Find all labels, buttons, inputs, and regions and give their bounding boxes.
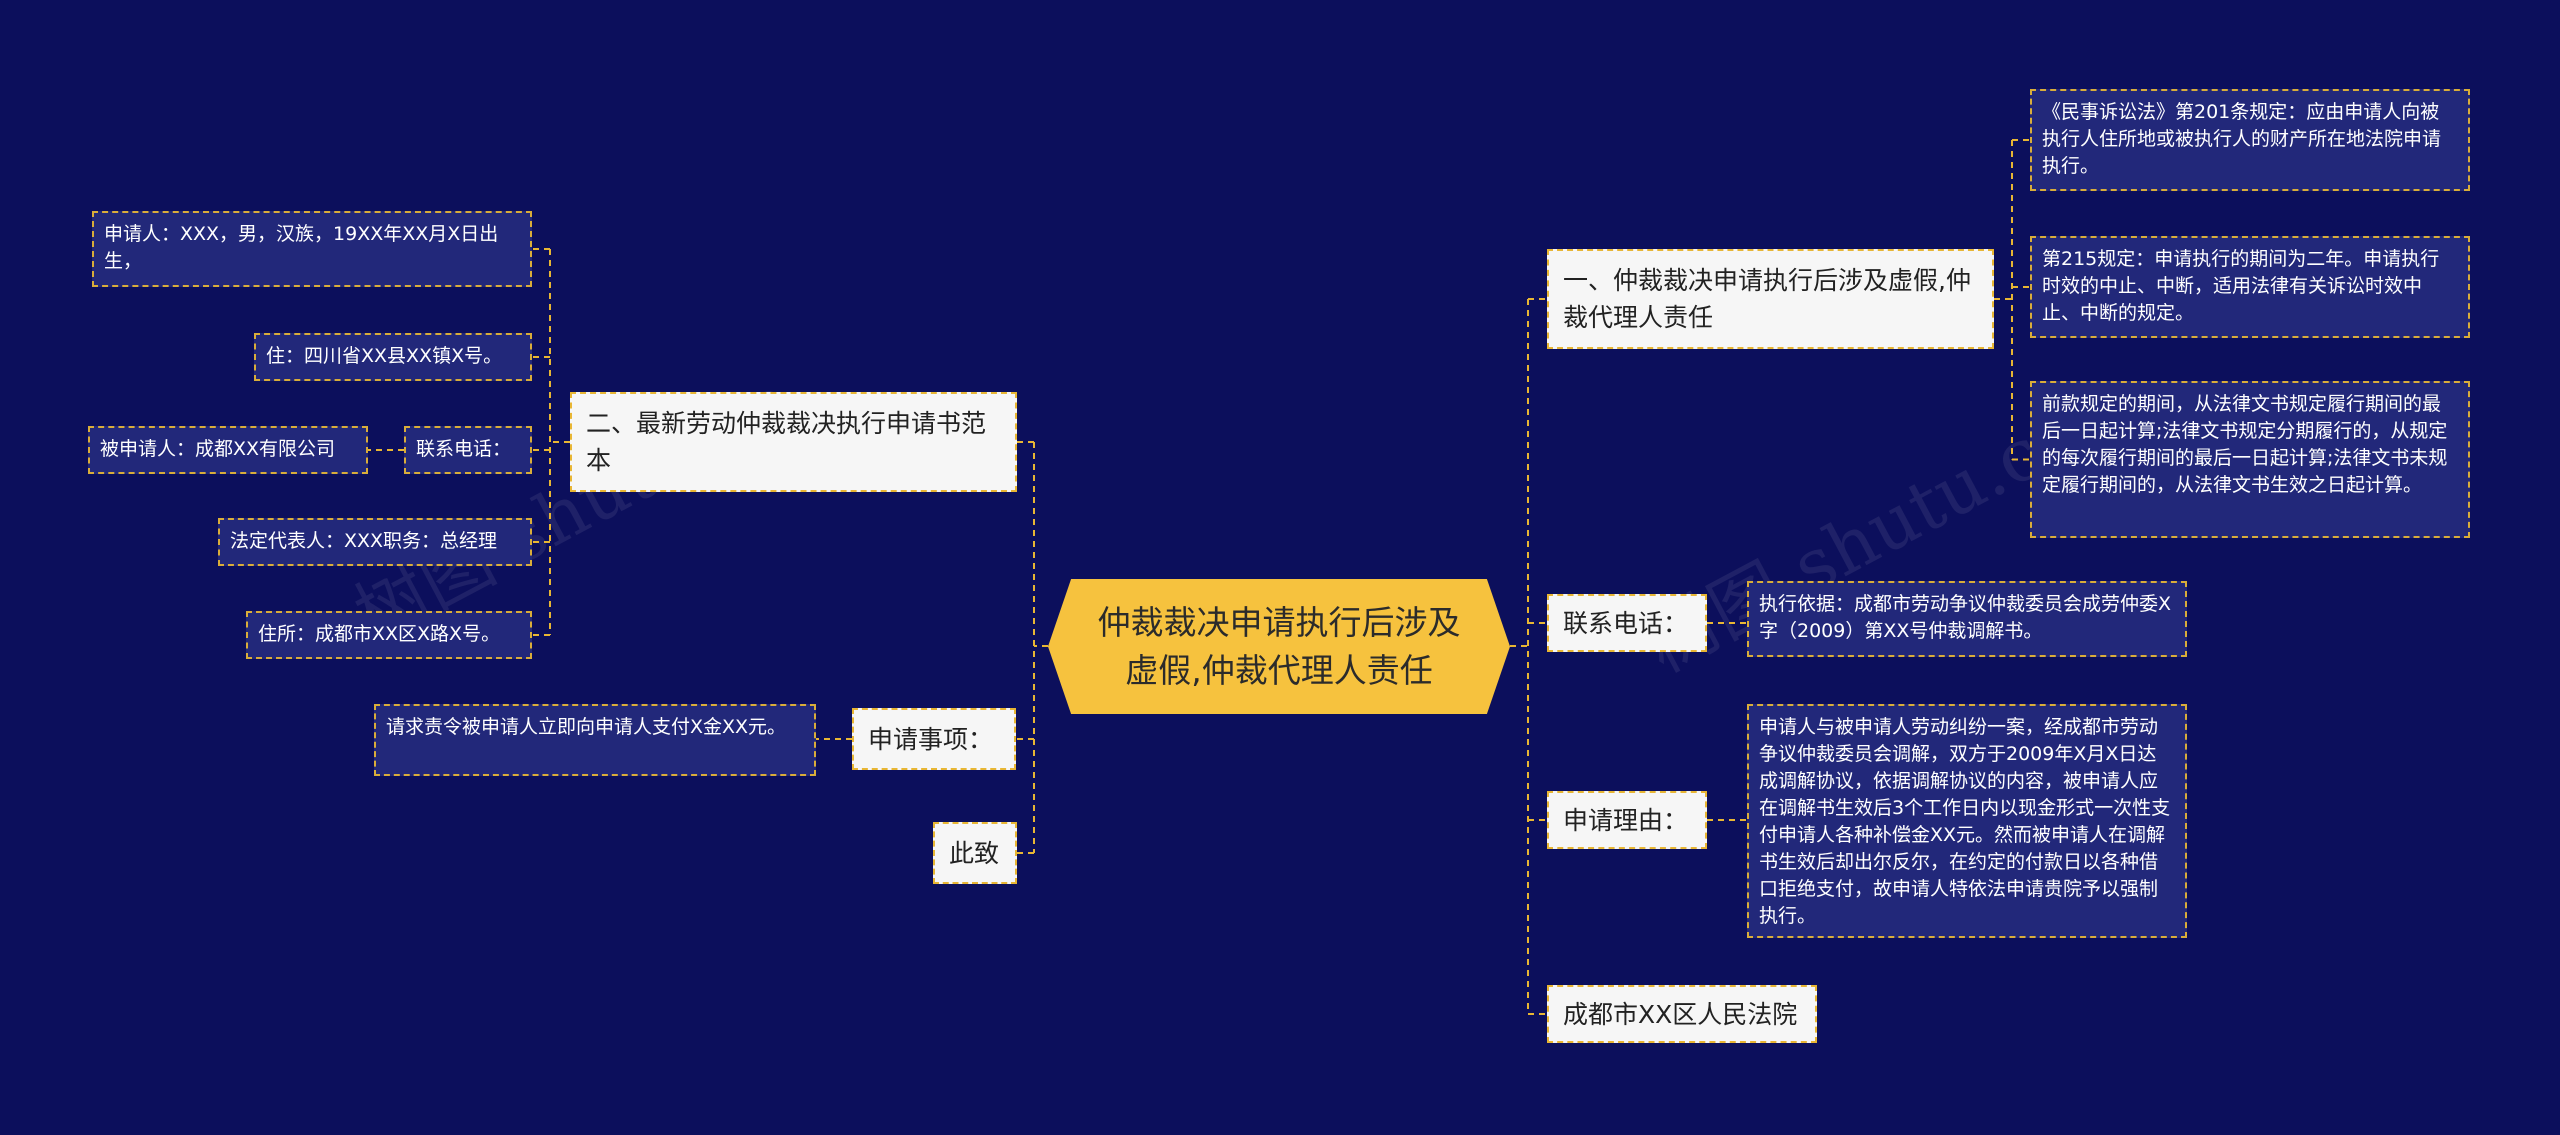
leaf-article-215[interactable]: 第215规定：申请执行的期间为二年。申请执行时效的中止、中断，适用法律有关诉讼时… <box>2030 236 2470 338</box>
branch-arbitration-liability[interactable]: 一、仲裁裁决申请执行后涉及虚假,仲裁代理人责任 <box>1547 249 1994 349</box>
leaf-applicant[interactable]: 申请人：XXX，男，汉族，19XX年XX月X日出生， <box>92 211 532 287</box>
central-topic[interactable]: 仲裁裁决申请执行后涉及虚假,仲裁代理人责任 <box>1048 579 1510 714</box>
branch-contact-phone[interactable]: 联系电话： <box>1547 594 1707 652</box>
leaf-reason-detail[interactable]: 申请人与被申请人劳动纠纷一案，经成都市劳动争议仲裁委员会调解，双方于2009年X… <box>1747 704 2187 938</box>
leaf-request[interactable]: 请求责令被申请人立即向申请人支付X金XX元。 <box>374 704 816 776</box>
branch-court[interactable]: 成都市XX区人民法院 <box>1547 985 1817 1043</box>
branch-template[interactable]: 二、最新劳动仲裁裁决执行申请书范本 <box>570 392 1017 492</box>
branch-application-reason[interactable]: 申请理由： <box>1547 791 1707 849</box>
leaf-execution-basis[interactable]: 执行依据：成都市劳动争议仲裁委员会成劳仲委X字（2009）第XX号仲裁调解书。 <box>1747 581 2187 657</box>
leaf-domicile[interactable]: 住所：成都市XX区X路X号。 <box>246 611 532 659</box>
leaf-period-calculation[interactable]: 前款规定的期间，从法律文书规定履行期间的最后一日起计算;法律文书规定分期履行的，… <box>2030 381 2470 538</box>
leaf-contact-phone[interactable]: 联系电话： <box>404 426 532 474</box>
leaf-legal-rep[interactable]: 法定代表人：XXX职务：总经理 <box>218 518 532 566</box>
leaf-address[interactable]: 住：四川省XX县XX镇X号。 <box>254 333 532 381</box>
branch-application-items[interactable]: 申请事项： <box>852 708 1016 770</box>
leaf-respondent[interactable]: 被申请人：成都XX有限公司 <box>88 426 368 474</box>
branch-closing[interactable]: 此致 <box>933 822 1017 884</box>
leaf-civil-procedure-201[interactable]: 《民事诉讼法》第201条规定：应由申请人向被执行人住所地或被执行人的财产所在地法… <box>2030 89 2470 191</box>
